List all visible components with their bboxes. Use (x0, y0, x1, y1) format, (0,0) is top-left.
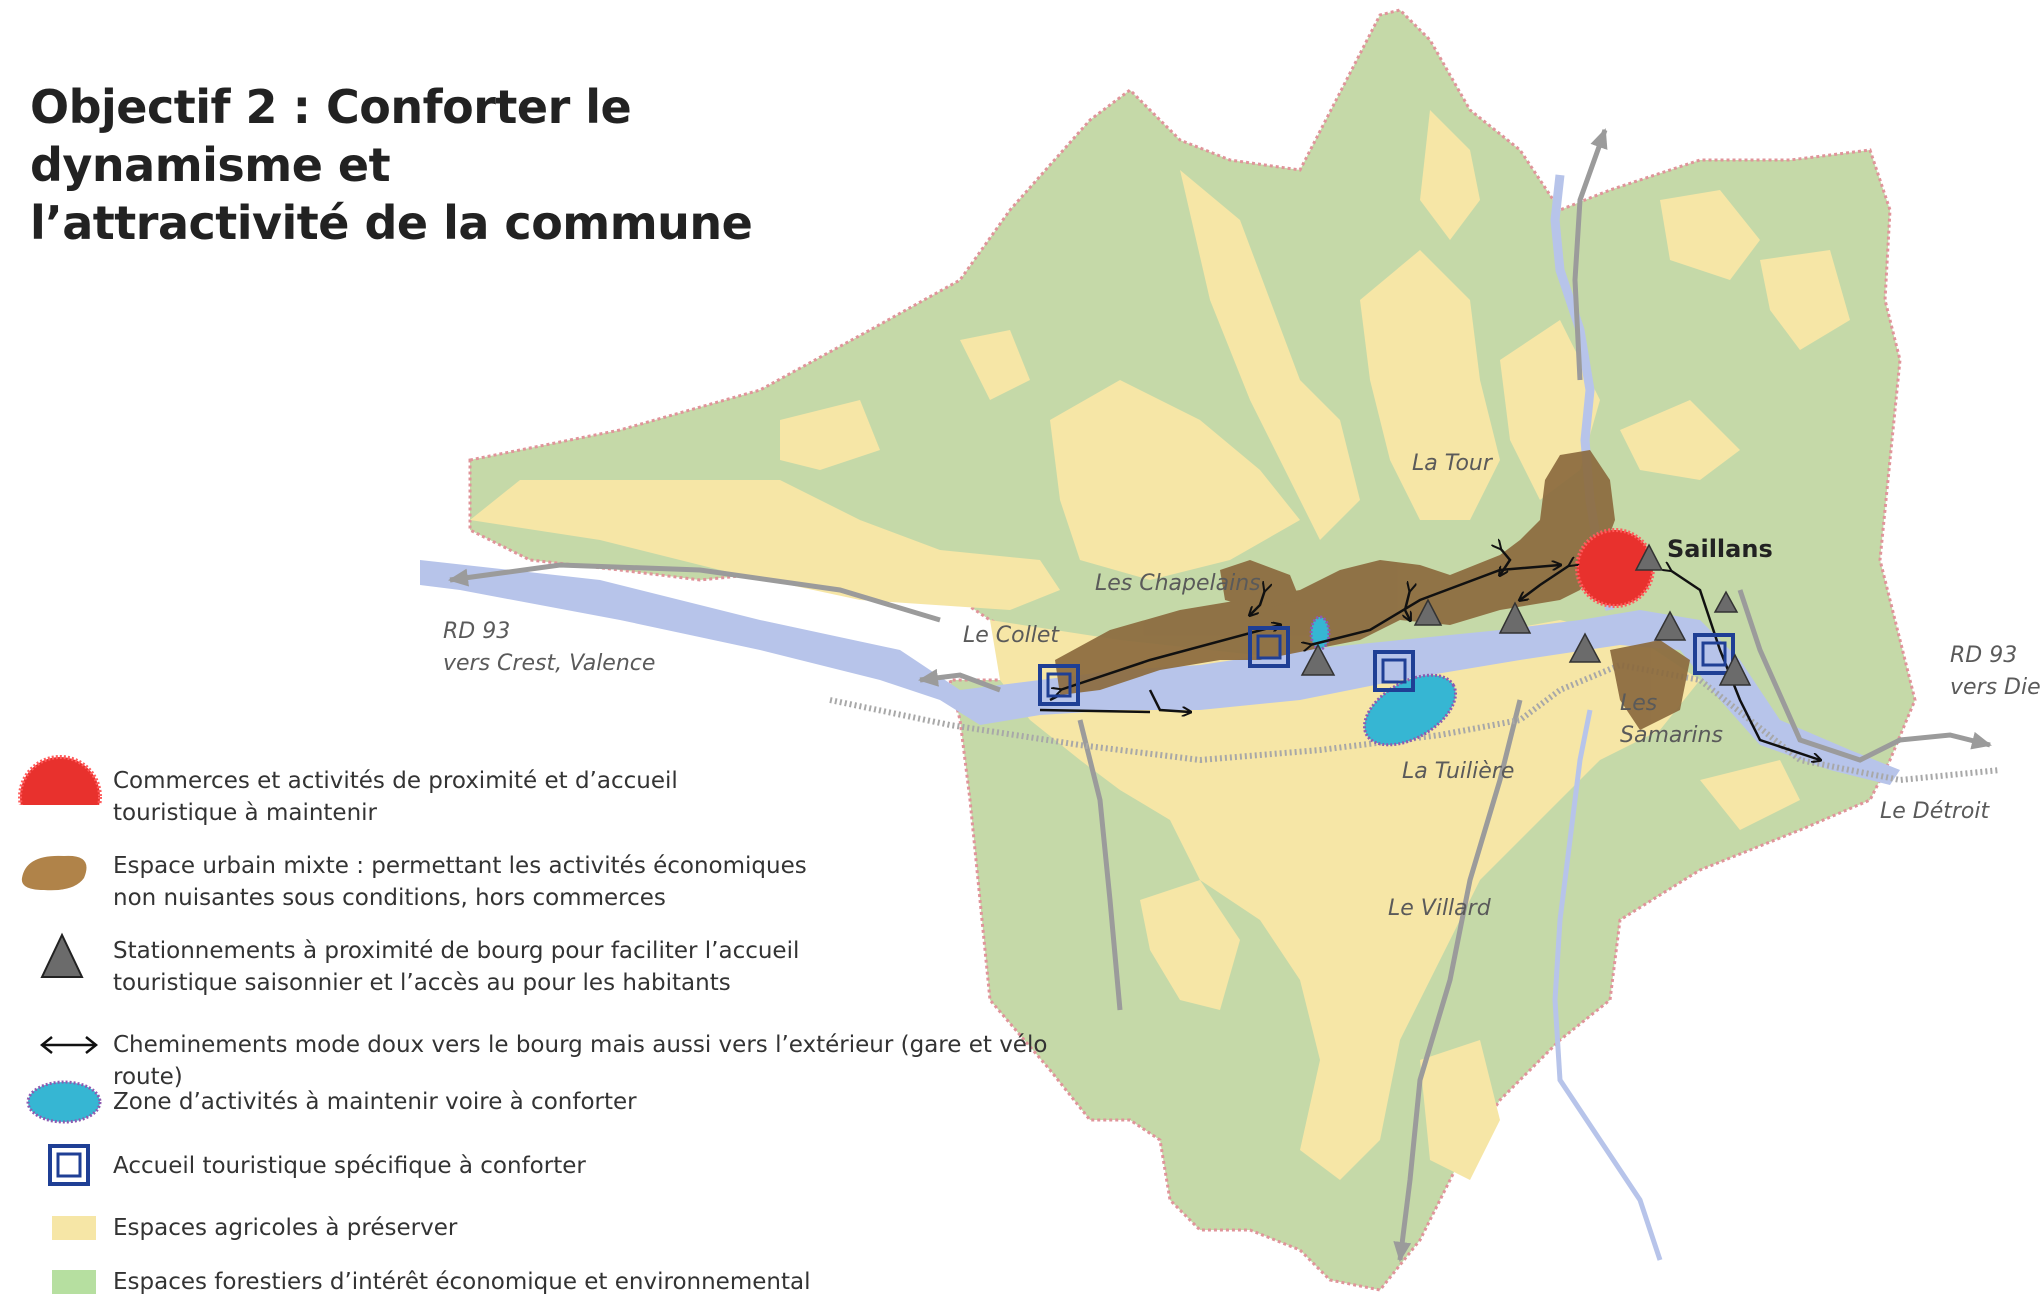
legend-item-commerce: Commerces et activités de proximité et d… (0, 745, 1150, 826)
tourism-site-collet (1038, 664, 1080, 706)
label-saillans: Saillans (1667, 535, 1773, 563)
legend-text: Accueil touristique spécifique à confort… (113, 1153, 586, 1179)
activity-zone (1362, 673, 1458, 747)
parking-icon (1718, 653, 1752, 686)
yellow-swatch-icon (52, 1216, 96, 1240)
label-le-villard: Le Villard (1388, 896, 1492, 921)
legend-text: Cheminements mode doux vers le bourg mai… (113, 1032, 1048, 1090)
legend: Commerces et activités de proximité et d… (0, 730, 1200, 1310)
legend-item-parking: Stationnements à proximité de bourg pour… (0, 925, 1150, 996)
legend-item-agriculture: Espaces agricoles à préserver (0, 1196, 1150, 1256)
tourism-site-chapelains (1248, 626, 1290, 668)
parking-icon (1568, 632, 1602, 663)
label-la-tuiliere: La Tuilière (1402, 759, 1514, 784)
roads (448, 128, 1992, 1262)
legend-text: Commerces et activités de proximité et d… (113, 768, 678, 826)
green-swatch-icon (52, 1270, 96, 1294)
label-le-detroit: Le Détroit (1880, 799, 1991, 824)
tourism-site-saillans (1693, 633, 1735, 675)
triangle-icon (40, 932, 84, 978)
label-les: Les (1620, 691, 1657, 716)
double-arrow-icon (39, 1036, 99, 1054)
legend-text: Espace urbain mixte : permettant les act… (113, 853, 807, 911)
legend-text: Zone d’activités à maintenir voire à con… (113, 1089, 637, 1115)
tributary-south (1552, 709, 1663, 1261)
legend-item-paths: Cheminements mode doux vers le bourg mai… (0, 1015, 1150, 1090)
legend-item-urban: Espace urbain mixte : permettant les act… (0, 840, 1150, 911)
agricultural-areas (470, 110, 1850, 1180)
cyan-ellipse-icon (26, 1080, 102, 1124)
legend-item-activity-zone: Zone d’activités à maintenir voire à con… (0, 1072, 1150, 1132)
soft-mobility-paths (1039, 548, 1820, 760)
double-square-icon (48, 1144, 90, 1186)
parking-icon (1300, 643, 1336, 676)
parking-icon (1498, 601, 1532, 634)
label-rd93-east-2: vers Die (1950, 675, 2040, 700)
label-rd93-east-1: RD 93 (1950, 643, 2017, 668)
parking-icon (1634, 543, 1664, 571)
legend-text: Espaces agricoles à préserver (113, 1215, 458, 1241)
legend-text: Espaces forestiers d’intérêt économique … (113, 1269, 811, 1295)
label-les-chapelains: Les Chapelains (1095, 571, 1261, 596)
legend-item-forest: Espaces forestiers d’intérêt économique … (0, 1250, 1150, 1310)
tourism-site-tuiliere (1373, 650, 1415, 692)
parking-triangles (1300, 543, 1752, 686)
brown-blob-icon (21, 855, 87, 891)
page-title: Objectif 2 : Conforter le dynamisme et l… (30, 80, 753, 250)
red-circle-icon (18, 755, 102, 805)
label-rd93-west-2: vers Crest, Valence (443, 651, 655, 676)
tourism-sites (1038, 626, 1735, 706)
label-samarins: Samarins (1620, 723, 1723, 748)
label-rd93-west-1: RD 93 (443, 619, 510, 644)
parking-icon (1653, 610, 1687, 641)
parking-icon (1713, 590, 1739, 613)
label-la-tour: La Tour (1412, 451, 1494, 476)
parking-icon (1413, 598, 1443, 626)
legend-item-tourism: Accueil touristique spécifique à confort… (0, 1134, 1150, 1194)
label-le-collet: Le Collet (963, 623, 1060, 648)
legend-text: Stationnements à proximité de bourg pour… (113, 938, 800, 996)
